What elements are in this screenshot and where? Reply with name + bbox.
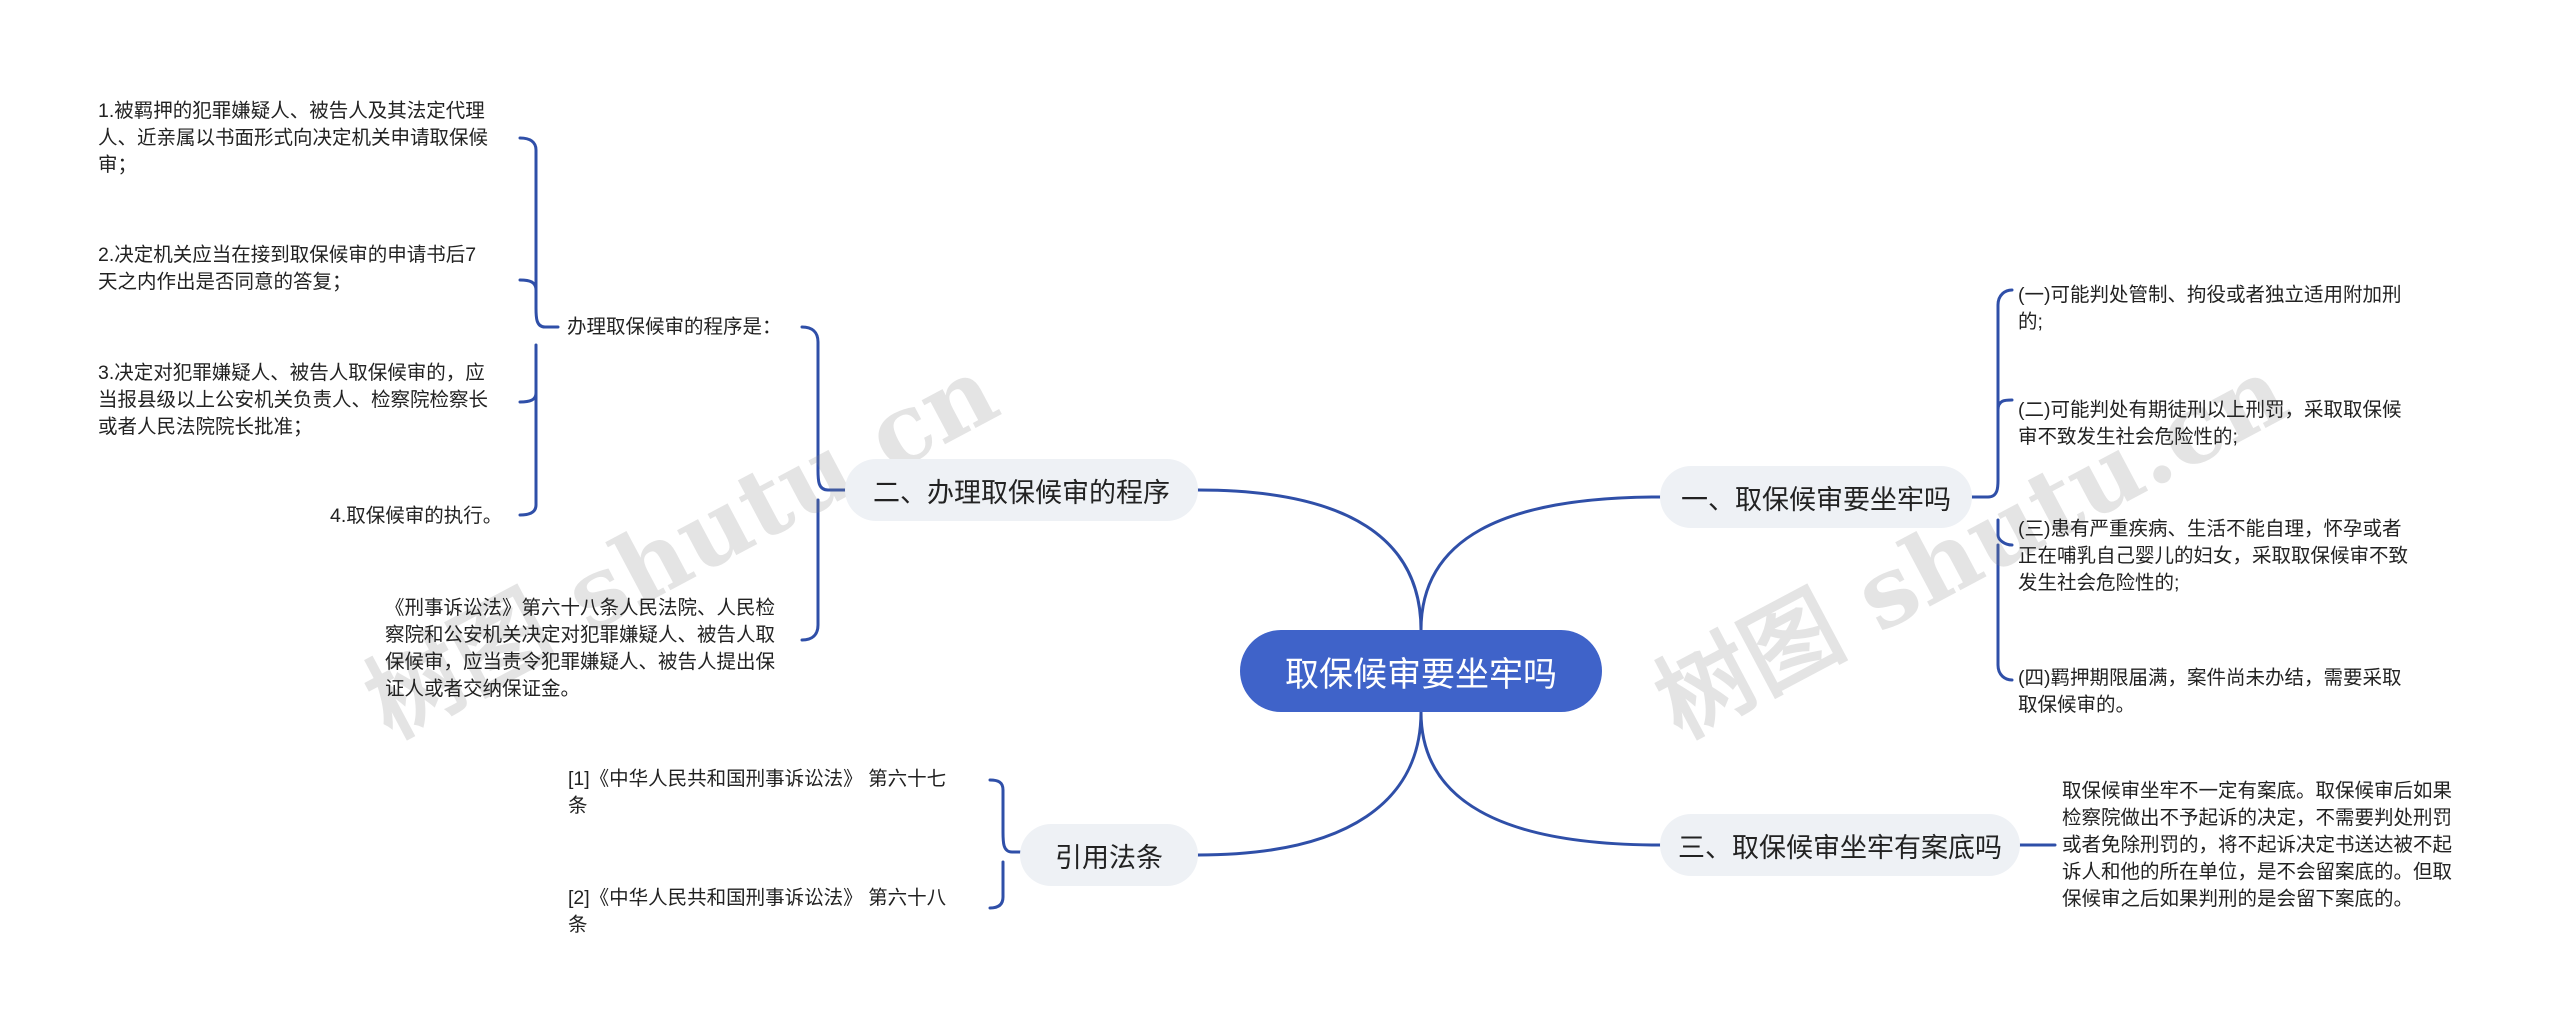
connector-root-b1 <box>1419 495 1662 632</box>
sub-item-4[interactable]: 4.取保候审的执行。 <box>330 505 503 527</box>
branch-criminal-record[interactable]: 三、取保候审坐牢有案底吗 <box>1660 814 2020 876</box>
root-topic[interactable]: 取保候审要坐牢吗 <box>1240 630 1602 712</box>
b1-item-2[interactable]: (二)可能判处有期徒刑以上刑罚，采取取保候 审不致发生社会危险性的; <box>2018 399 2402 448</box>
b1-item-3[interactable]: (三)患有严重疾病、生活不能自理，怀孕或者 正在哺乳自己婴儿的妇女，采取取保候审… <box>2018 518 2409 594</box>
b4-item-1[interactable]: [1]《中华人民共和国刑事诉讼法》 第六十七 条 <box>568 768 947 817</box>
b2-note[interactable]: 《刑事诉讼法》第六十八条人民法院、人民检 察院和公安机关决定对犯罪嫌疑人、被告人… <box>385 597 776 700</box>
sub-item-1[interactable]: 1.被羁押的犯罪嫌疑人、被告人及其法定代理 人、近亲属以书面形式向决定机关申请取… <box>98 100 489 176</box>
branch-procedure[interactable]: 二、办理取保候审的程序 <box>845 459 1198 521</box>
connector-b4-bracket <box>988 778 1022 910</box>
sub-item-2[interactable]: 2.决定机关应当在接到取保候审的申请书后7 天之内作出是否同意的答复； <box>98 244 477 293</box>
connector-root-b3 <box>1419 710 1662 847</box>
branch-should-go-to-jail[interactable]: 一、取保候审要坐牢吗 <box>1660 466 1972 528</box>
b3-note[interactable]: 取保候审坐牢不一定有案底。取保候审后如果 检察院做出不予起诉的决定，不需要判处刑… <box>2062 780 2453 910</box>
connector-b2-bracket <box>800 325 847 642</box>
sub-item-3[interactable]: 3.决定对犯罪嫌疑人、被告人取保候审的，应 当报县级以上公安机关负责人、检察院检… <box>98 362 489 438</box>
b4-item-2[interactable]: [2]《中华人民共和国刑事诉讼法》 第六十八 条 <box>568 887 947 936</box>
b2-sub-label[interactable]: 办理取保候审的程序是： <box>567 316 782 338</box>
connector-sub-bracket <box>518 136 560 517</box>
connector-root-b2 <box>1196 488 1423 632</box>
b1-item-4[interactable]: (四)羁押期限届满，案件尚未办结，需要采取 取保候审的。 <box>2018 667 2402 716</box>
connector-b1-bracket <box>1970 288 2014 682</box>
connector-root-b4 <box>1196 710 1423 857</box>
b1-item-1[interactable]: (一)可能判处管制、拘役或者独立适用附加刑 的; <box>2018 284 2402 333</box>
branch-cited-law[interactable]: 引用法条 <box>1020 824 1198 886</box>
